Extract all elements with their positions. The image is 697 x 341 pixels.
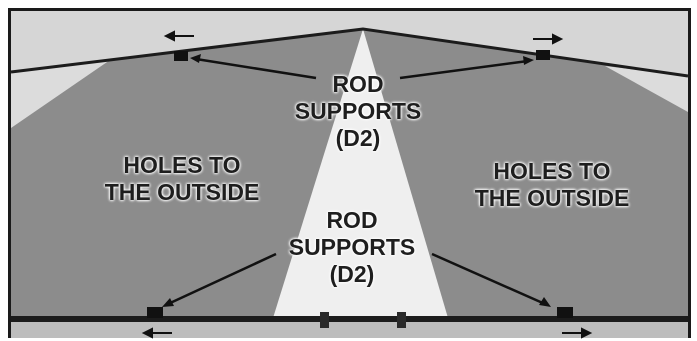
- rod-support-block-bottom-left: [147, 307, 163, 318]
- holes-right-label: HOLES TO THE OUTSIDE: [452, 158, 652, 212]
- holes-left-line2: THE OUTSIDE: [82, 179, 282, 206]
- rod-supports-bottom-line1: ROD: [272, 207, 432, 234]
- holes-left-line1: HOLES TO: [82, 152, 282, 179]
- rod-support-block-bottom-right: [557, 307, 573, 318]
- rod-supports-bottom-label: ROD SUPPORTS (D2): [272, 207, 432, 288]
- rod-supports-top-line3: (D2): [278, 125, 438, 152]
- holes-left-label: HOLES TO THE OUTSIDE: [82, 152, 282, 206]
- rod-support-block-top-left: [174, 51, 188, 61]
- bottom-edge-bar: [11, 316, 688, 322]
- rod-supports-top-line2: SUPPORTS: [278, 98, 438, 125]
- holes-right-line1: HOLES TO: [452, 158, 652, 185]
- rod-clamp-left: [320, 312, 329, 328]
- rod-supports-bottom-line3: (D2): [272, 261, 432, 288]
- holes-right-line2: THE OUTSIDE: [452, 185, 652, 212]
- rod-supports-bottom-line2: SUPPORTS: [272, 234, 432, 261]
- rod-supports-top-line1: ROD: [278, 71, 438, 98]
- rod-supports-top-label: ROD SUPPORTS (D2): [278, 71, 438, 152]
- rod-support-block-top-right: [536, 50, 550, 60]
- rod-clamp-right: [397, 312, 406, 328]
